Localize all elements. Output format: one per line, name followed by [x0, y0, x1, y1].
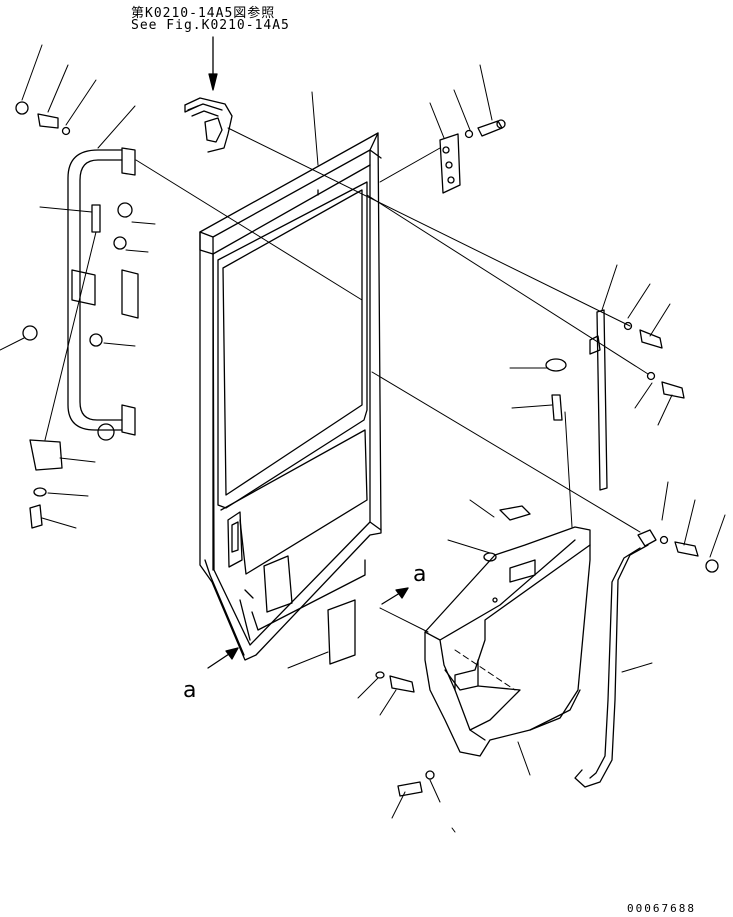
- drawing-number: 00067688: [627, 902, 696, 915]
- reference-figure-jp: 第K0210-14A5図参照: [131, 6, 276, 21]
- fastener-group-left: [15, 101, 133, 529]
- door-strip: [589, 309, 685, 491]
- alignment-lines: [44, 127, 649, 691]
- door-frame: [199, 132, 382, 661]
- fastener-group-center: [327, 358, 567, 797]
- door-seal-part: [184, 97, 233, 153]
- reference-figure-en: See Fig.K0210-14A5: [131, 18, 290, 33]
- handrail-right: [574, 529, 719, 788]
- view-arrows: [207, 587, 409, 669]
- lower-cover-panel: [424, 505, 591, 757]
- reference-arrow: [208, 36, 218, 91]
- view-label-a-upper: a: [413, 562, 427, 587]
- handrail-left: [67, 147, 139, 441]
- leader-lines: [0, 44, 726, 833]
- hinge-upper: [439, 119, 506, 194]
- view-label-a-lower: a: [183, 678, 197, 703]
